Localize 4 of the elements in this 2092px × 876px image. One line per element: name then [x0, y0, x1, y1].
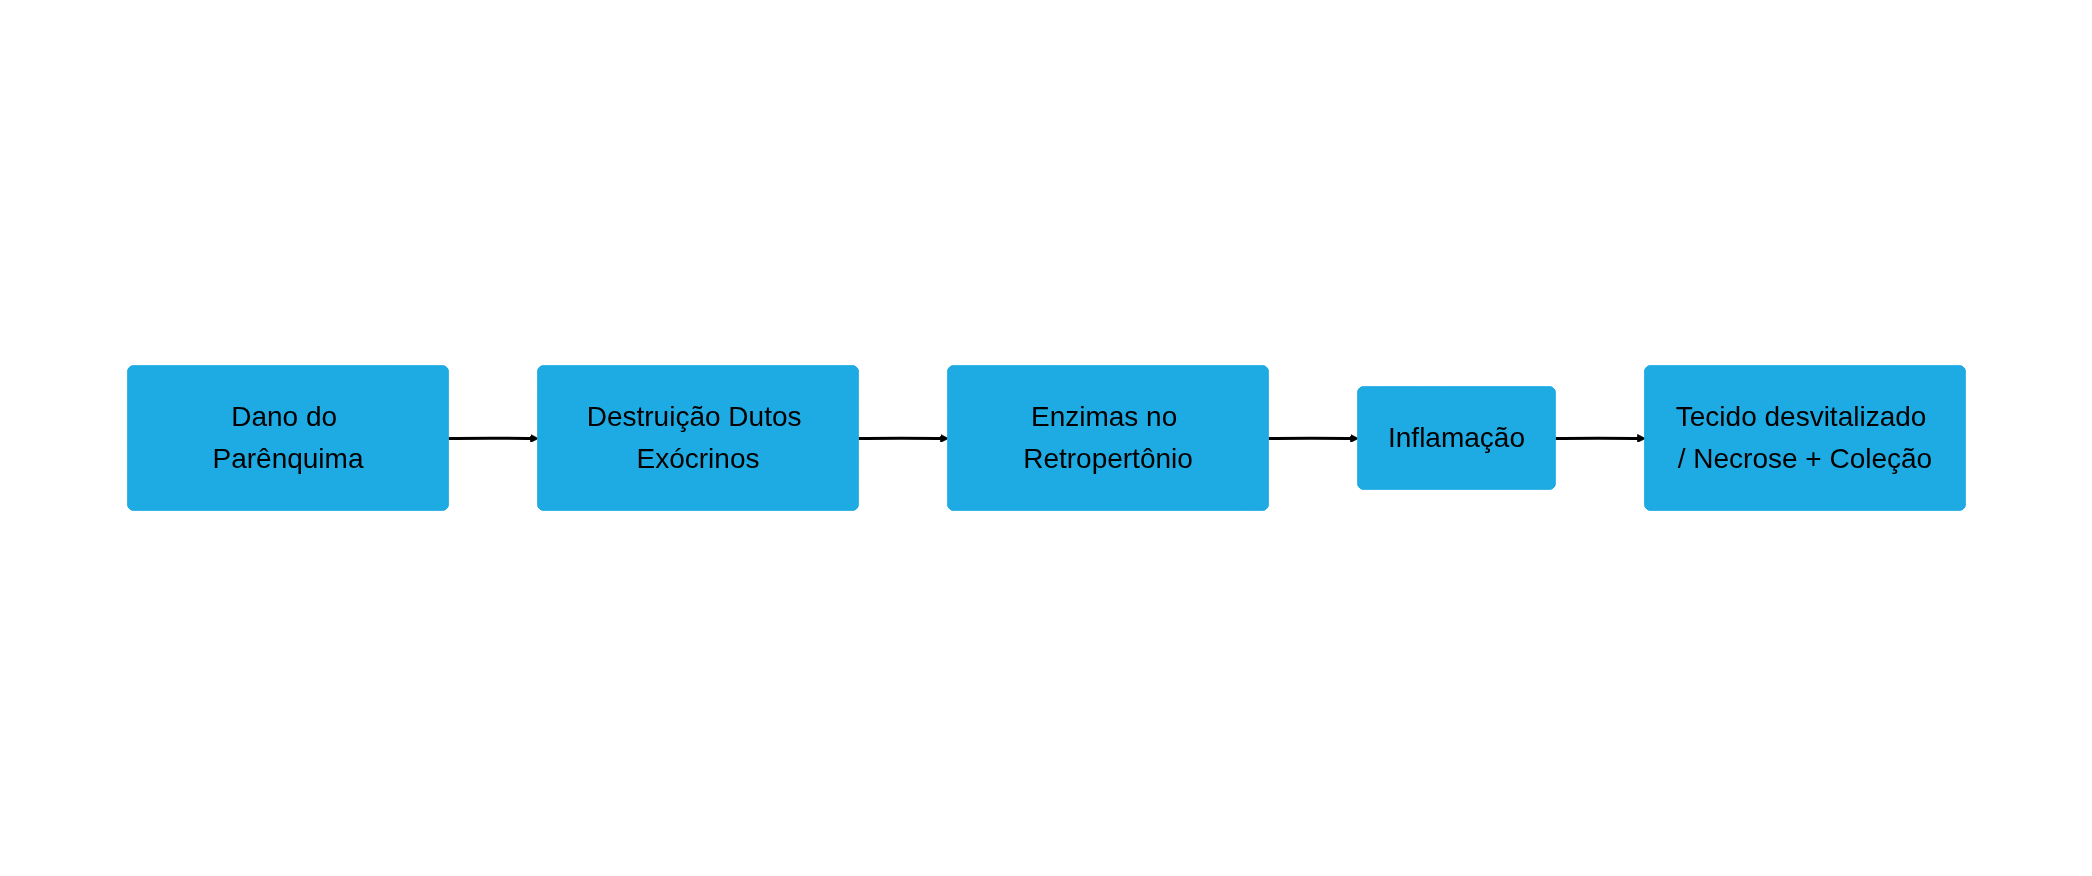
arrow [448, 434, 539, 443]
arrow [858, 434, 949, 443]
arrow [1268, 434, 1359, 443]
arrow [1554, 434, 1646, 443]
